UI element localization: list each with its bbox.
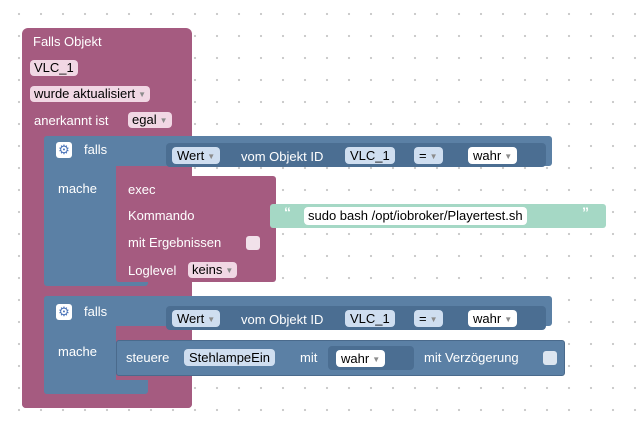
if-1-operator-value: = (419, 148, 427, 163)
dropdown-arrow-icon: ▼ (372, 355, 381, 365)
if-1-object-id[interactable]: VLC_1 (345, 147, 395, 164)
dropdown-arrow-icon: ▼ (429, 152, 438, 162)
dropdown-arrow-icon: ▼ (207, 315, 216, 325)
exec-loglevel-dropdown[interactable]: keins▼ (188, 262, 238, 278)
trigger-ack-dropdown[interactable]: egal▼ (128, 112, 172, 128)
exec-loglevel-value: keins (192, 262, 223, 277)
if-2-label: falls (84, 304, 108, 319)
gear-icon[interactable]: ⚙ (56, 304, 72, 320)
if-2-property-value: Wert (177, 311, 205, 326)
if-1-do-label: mache (58, 181, 98, 196)
control-value-value: wahr (341, 351, 370, 366)
if-2-property-dropdown[interactable]: Wert▼ (172, 310, 221, 327)
control-value-dropdown[interactable]: wahr▼ (336, 350, 386, 367)
if-1-value-value: wahr (473, 148, 502, 163)
dropdown-arrow-icon: ▼ (504, 152, 513, 162)
if-2-operator-dropdown[interactable]: =▼ (414, 310, 443, 327)
exec-title: exec (128, 182, 156, 197)
control-with-label: mit (300, 350, 318, 365)
dropdown-arrow-icon: ▼ (159, 115, 168, 125)
if-2-do-label: mache (58, 344, 98, 359)
if-2-value-value: wahr (473, 311, 502, 326)
gear-icon[interactable]: ⚙ (56, 142, 72, 158)
exec-loglevel-label: Loglevel (128, 263, 177, 278)
if-1-operator-dropdown[interactable]: =▼ (414, 147, 443, 164)
control-label: steuere (126, 350, 170, 365)
if-1-property-value: Wert (177, 148, 205, 163)
open-quote-icon: “ (284, 204, 291, 220)
if-2-object-id[interactable]: VLC_1 (345, 310, 395, 327)
control-delay-label: mit Verzögerung (424, 350, 519, 365)
if-2-value-dropdown[interactable]: wahr▼ (468, 310, 518, 327)
trigger-event-value: wurde aktualisiert (34, 86, 136, 101)
control-target[interactable]: StehlampeEin (184, 349, 275, 366)
if-1-from-object-label: vom Objekt ID (241, 149, 324, 164)
dropdown-arrow-icon: ▼ (207, 152, 216, 162)
exec-command-label: Kommando (128, 208, 195, 223)
exec-results-checkbox[interactable] (246, 236, 260, 250)
close-quote-icon: ” (582, 204, 589, 220)
trigger-title: Falls Objekt (33, 34, 102, 49)
control-delay-checkbox[interactable] (543, 351, 557, 365)
if-1-property-dropdown[interactable]: Wert▼ (172, 147, 221, 164)
if-1-value-dropdown[interactable]: wahr▼ (468, 147, 518, 164)
if-2-from-object-label: vom Objekt ID (241, 312, 324, 327)
exec-results-label: mit Ergebnissen (128, 235, 222, 250)
dropdown-arrow-icon: ▼ (225, 265, 234, 275)
if-2-operator-value: = (419, 311, 427, 326)
trigger-ack-label: anerkannt ist (34, 113, 109, 128)
trigger-ack-value: egal (132, 112, 157, 127)
dropdown-arrow-icon: ▼ (504, 315, 513, 325)
trigger-event-dropdown[interactable]: wurde aktualisiert▼ (30, 86, 151, 102)
exec-command-input[interactable]: sudo bash /opt/iobroker/Playertest.sh (304, 207, 527, 225)
trigger-object-id[interactable]: VLC_1 (30, 60, 78, 76)
if-1-label: falls (84, 142, 108, 157)
dropdown-arrow-icon: ▼ (429, 315, 438, 325)
dropdown-arrow-icon: ▼ (138, 89, 147, 99)
